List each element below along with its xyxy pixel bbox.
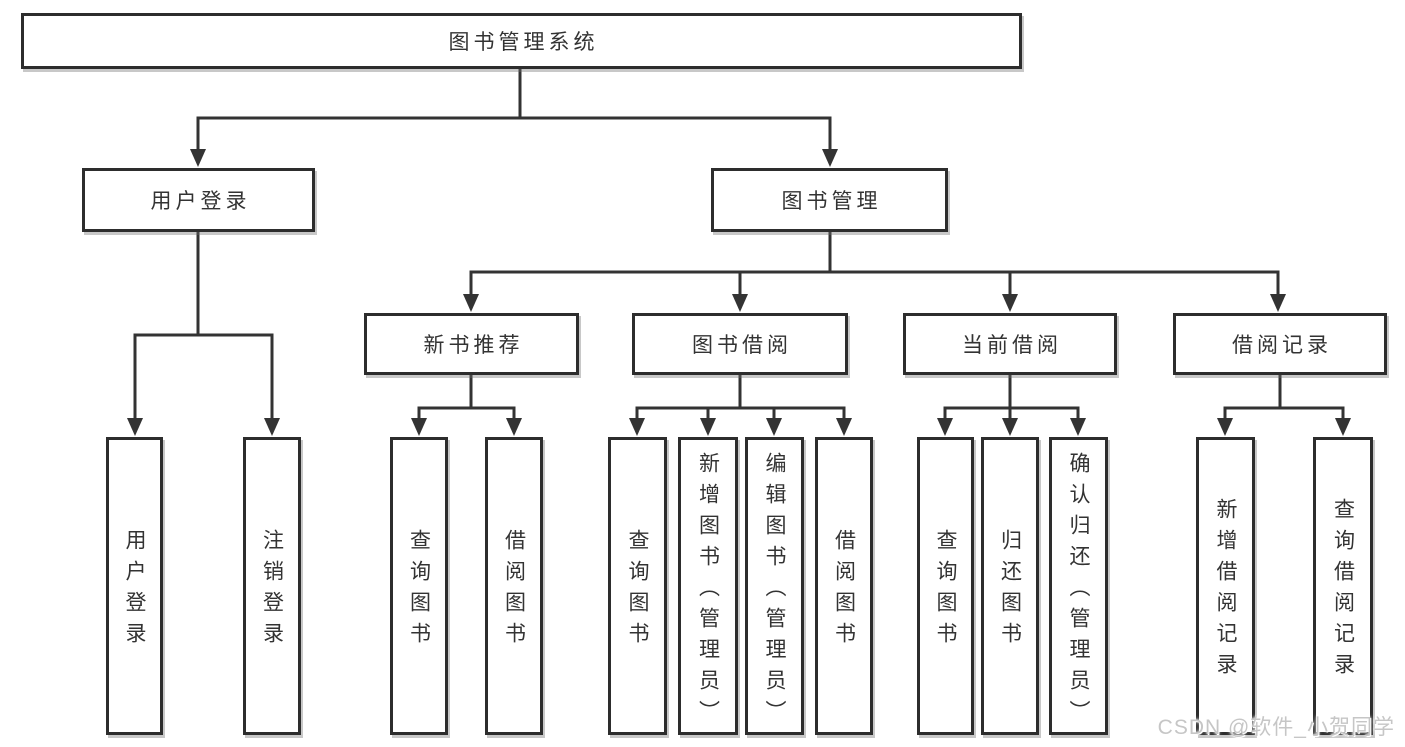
leaf-query-borrow-record: 查询借阅记录 <box>1313 437 1373 735</box>
node-book-borrow: 图书借阅 <box>632 313 848 375</box>
edge-borrow-records-to-children <box>1217 375 1351 436</box>
connector-line <box>196 116 832 152</box>
arrowhead <box>937 418 953 436</box>
arrowhead <box>836 418 852 436</box>
node-label: 查询图书 <box>626 529 649 653</box>
arrowhead <box>411 418 427 436</box>
arrowhead <box>1002 294 1018 312</box>
node-label: 查询图书 <box>934 529 957 653</box>
node-label: 借阅记录 <box>1232 334 1332 357</box>
node-current-borrow: 当前借阅 <box>903 313 1117 375</box>
leaf-edit-book-admin: 编辑图书（管理员） <box>745 437 804 735</box>
node-label: 用户登录 <box>150 190 251 213</box>
leaf-user-login: 用户登录 <box>106 437 163 735</box>
connector-line <box>1223 406 1345 421</box>
edge-root-to-level2 <box>190 69 838 167</box>
arrowhead <box>1070 418 1086 436</box>
leaf-query-books-2: 查询图书 <box>608 437 667 735</box>
node-label: 图书管理 <box>781 190 882 213</box>
node-label: 借阅图书 <box>832 529 856 653</box>
connector-line <box>417 406 516 421</box>
arrowhead <box>822 149 838 167</box>
csdn-watermark: CSDN @软件_小贺同学 <box>1157 716 1395 739</box>
arrowhead <box>732 294 748 312</box>
node-label: 注销登录 <box>260 529 284 653</box>
node-user-login: 用户登录 <box>82 168 315 232</box>
node-borrow-records: 借阅记录 <box>1173 313 1387 375</box>
arrowhead <box>1335 418 1351 436</box>
connector-line <box>469 270 1280 297</box>
leaf-logout: 注销登录 <box>243 437 301 735</box>
node-label: 归还图书 <box>998 529 1022 653</box>
node-library-management-system: 图书管理系统 <box>21 13 1022 69</box>
leaf-query-books-3: 查询图书 <box>917 437 974 735</box>
arrowhead <box>1270 294 1286 312</box>
edge-book-borrow-to-children <box>629 375 852 436</box>
leaf-add-borrow-record: 新增借阅记录 <box>1196 437 1255 735</box>
node-label: 图书管理系统 <box>448 31 599 54</box>
arrowhead <box>629 418 645 436</box>
edge-new-book-recommend-to-children <box>411 375 522 436</box>
node-book-management: 图书管理 <box>711 168 948 232</box>
leaf-add-book-admin: 新增图书（管理员） <box>678 437 738 735</box>
edge-book-management-to-level3 <box>463 232 1286 312</box>
leaf-return-books: 归还图书 <box>981 437 1039 735</box>
arrowhead <box>264 418 280 436</box>
node-label: 编辑图书（管理员） <box>763 451 786 731</box>
leaf-borrow-books-2: 借阅图书 <box>815 437 873 735</box>
node-label: 新增借阅记录 <box>1214 498 1237 684</box>
node-label: 确认归还（管理员） <box>1067 451 1090 731</box>
arrowhead <box>506 418 522 436</box>
connector-line <box>133 333 274 421</box>
node-label: 新书推荐 <box>423 334 524 357</box>
edge-current-borrow-to-children <box>937 375 1086 436</box>
arrowhead <box>766 418 782 436</box>
arrowhead <box>1217 418 1233 436</box>
leaf-borrow-books: 借阅图书 <box>485 437 543 735</box>
arrowhead <box>1002 418 1018 436</box>
node-label: 用户登录 <box>123 529 146 653</box>
leaf-confirm-return-admin: 确认归还（管理员） <box>1049 437 1108 735</box>
node-label: 借阅图书 <box>502 529 526 653</box>
node-label: 查询图书 <box>407 529 431 653</box>
arrowhead <box>700 418 716 436</box>
arrowhead <box>127 418 143 436</box>
arrowhead <box>463 294 479 312</box>
connector-line <box>635 406 846 421</box>
node-label: 查询借阅记录 <box>1331 498 1355 684</box>
leaf-query-books: 查询图书 <box>390 437 448 735</box>
node-new-book-recommend: 新书推荐 <box>364 313 579 375</box>
edge-user-login-to-children <box>127 232 280 436</box>
node-label: 图书借阅 <box>692 334 792 357</box>
node-label: 当前借阅 <box>962 334 1062 357</box>
node-label: 新增图书（管理员） <box>696 451 720 731</box>
arrowhead <box>190 149 206 167</box>
